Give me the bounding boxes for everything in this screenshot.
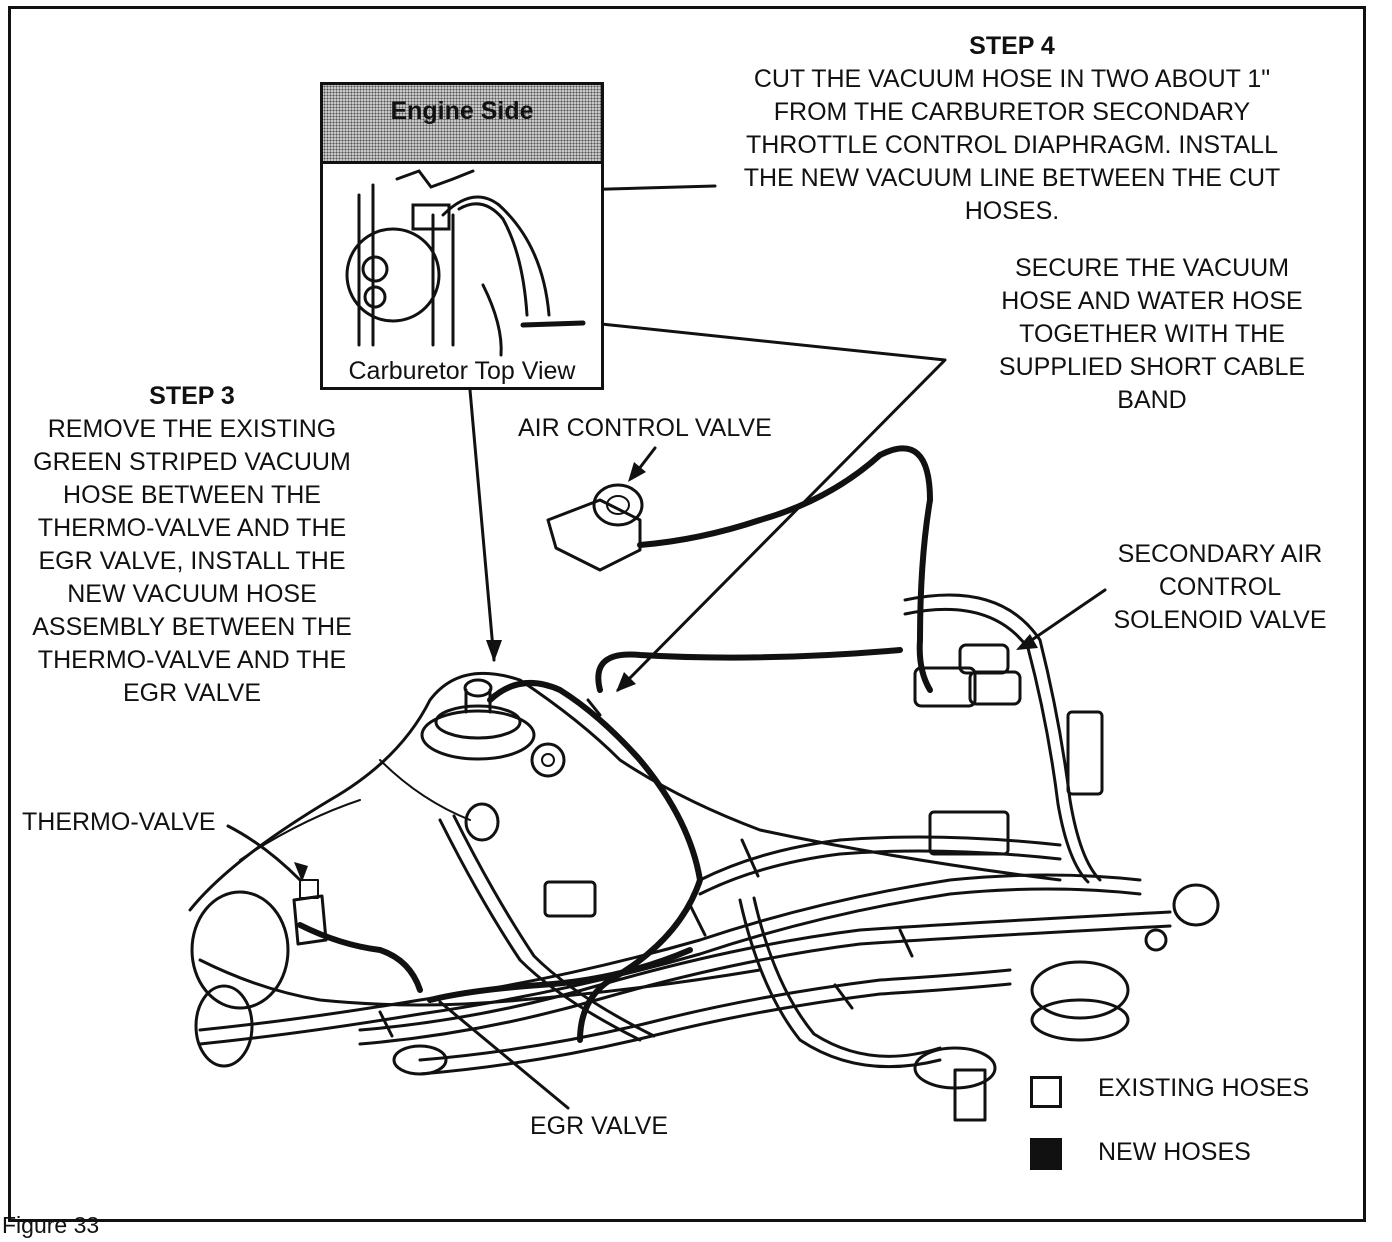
step4-title: STEP 4: [969, 32, 1055, 60]
carburetor-wall: [357, 183, 375, 347]
egr-valve-body: [420, 709, 536, 761]
carburetor-jet: [363, 285, 387, 309]
manifold-base: [198, 958, 762, 1007]
legend-new-swatch: [1030, 1138, 1062, 1170]
connector: [928, 810, 1010, 856]
step3-line: ASSEMBLY BETWEEN THE: [32, 613, 352, 641]
step3-line: EGR VALVE: [122, 679, 261, 707]
egr-valve-cap: [434, 704, 522, 740]
thermo-valve-label: THERMO-VALVE: [22, 808, 216, 836]
existing-hoses: [198, 593, 1172, 1076]
step3-line: EGR VALVE, INSTALL THE: [38, 547, 346, 575]
manifold-detail: [239, 759, 471, 861]
thermo-valve-tip: [299, 879, 319, 899]
egr-valve-leader: [438, 1000, 570, 1110]
valve-cap: [464, 802, 500, 842]
legend-existing-label: EXISTING HOSES: [1098, 1074, 1310, 1102]
water-hose-boot: [194, 984, 254, 1068]
egr-valve-fitting: [392, 1044, 448, 1076]
diaphragm-housing: [411, 203, 451, 231]
secure-leader-line: [580, 320, 947, 692]
legend-existing-swatch: [1030, 1076, 1062, 1108]
secondary-air-label-line: CONTROL: [1158, 573, 1282, 601]
secure-note-line: TOGETHER WITH THE: [1019, 320, 1285, 348]
cable-band-location: [520, 320, 586, 328]
thermostat-housing: [190, 890, 290, 1010]
secure-note-line: SUPPLIED SHORT CABLE: [998, 353, 1306, 381]
throttle-linkage: [395, 169, 475, 189]
legend-new-label: NEW HOSES: [1098, 1138, 1251, 1166]
solenoid-valve-body: [913, 666, 977, 708]
round-canister: [1030, 960, 1130, 1020]
carburetor-sketch: [345, 169, 586, 357]
secure-note-line: BAND: [1117, 386, 1187, 414]
step3-line: NEW VACUUM HOSE: [67, 580, 317, 608]
inset-header-label: Engine Side: [390, 97, 534, 125]
carburetor-gear: [345, 227, 441, 323]
secondary-air-control-solenoid-label: SECONDARY AIR CONTROL SOLENOID VALVE: [1090, 538, 1350, 637]
intake-manifold-outline: [188, 671, 1062, 912]
secondary-air-label-line: SOLENOID VALVE: [1113, 606, 1327, 634]
air-control-valve-port: [592, 483, 644, 527]
bottom-valve-stem: [953, 1068, 987, 1122]
step4-line: FROM THE CARBURETOR SECONDARY: [773, 98, 1251, 126]
new-hoses: [297, 445, 933, 1043]
air-control-valve-port-inner: [606, 495, 630, 515]
vacuum-valve-right-nipple: [1144, 928, 1168, 952]
intake-tube: [431, 213, 455, 347]
vacuum-valve-right: [1172, 883, 1220, 927]
air-control-valve-label: AIR CONTROL VALVE: [518, 414, 772, 442]
secondary-air-leader: [1018, 588, 1107, 650]
step4-line: CUT THE VACUUM HOSE IN TWO ABOUT 1": [753, 65, 1271, 93]
solenoid-valve-port: [968, 670, 1022, 706]
vacuum-hose-curve-inner: [457, 202, 529, 317]
egr-valve-nipple: [463, 678, 493, 698]
arrowhead: [486, 640, 502, 662]
step4-line: THROTTLE CONTROL DIAPHRAGM. INSTALL: [745, 131, 1278, 159]
inset-footer-label: Carburetor Top View: [348, 357, 576, 385]
fitting-center: [541, 753, 555, 767]
arrowhead: [616, 672, 636, 692]
step4-line: HOSES.: [964, 197, 1060, 225]
arrowhead: [1016, 634, 1038, 650]
step3-instructions: STEP 3 REMOVE THE EXISTING GREEN STRIPED…: [12, 380, 372, 710]
step3-title: STEP 3: [149, 382, 235, 410]
air-control-valve-body: [546, 498, 642, 572]
secure-note-line: SECURE THE VACUUM: [1014, 254, 1290, 282]
inset-header: Engine Side: [323, 85, 601, 164]
figure-frame: [8, 6, 1366, 1222]
connector: [543, 880, 597, 918]
secure-note-line: HOSE AND WATER HOSE: [1001, 287, 1303, 315]
round-canister-base: [1030, 998, 1130, 1042]
secondary-air-label-line: SECONDARY AIR: [1117, 540, 1323, 568]
vacuum-hose-curve: [441, 195, 551, 317]
step3-line: GREEN STRIPED VACUUM: [33, 448, 351, 476]
thermo-valve-leader: [226, 824, 302, 882]
step3-line: THERMO-VALVE AND THE: [37, 514, 347, 542]
figure-caption: Figure 33: [2, 1212, 100, 1238]
step4-instructions: STEP 4 CUT THE VACUUM HOSE IN TWO ABOUT …: [712, 30, 1312, 228]
step4-line: THE NEW VACUUM LINE BETWEEN THE CUT: [743, 164, 1281, 192]
step3-line: THERMO-VALVE AND THE: [37, 646, 347, 674]
connector: [1066, 710, 1104, 796]
carburetor-jet: [361, 255, 389, 283]
fitting: [530, 742, 566, 778]
carburetor-inset: Engine Side Carburetor Top View: [320, 82, 604, 390]
water-hose: [481, 283, 503, 357]
step3-line: REMOVE THE EXISTING: [47, 415, 337, 443]
inset-leader-line: [468, 388, 496, 662]
secure-hose-note: SECURE THE VACUUM HOSE AND WATER HOSE TO…: [972, 252, 1332, 417]
arrowhead: [628, 462, 646, 482]
arrowhead: [294, 862, 308, 882]
cable-bands: [378, 698, 914, 1038]
step3-line: HOSE BETWEEN THE: [63, 481, 321, 509]
egr-valve-label: EGR VALVE: [530, 1112, 669, 1140]
